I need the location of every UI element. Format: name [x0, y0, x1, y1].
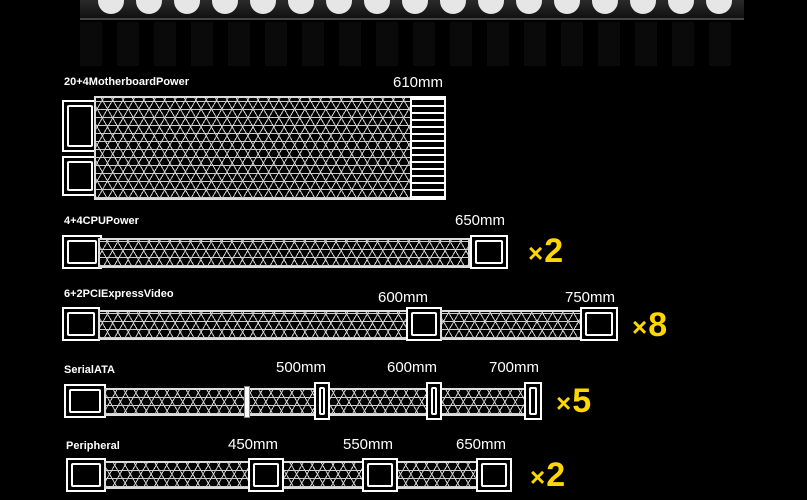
- cable-length-peripheral-2: 550mm: [343, 436, 394, 453]
- peripheral-sleeve: [104, 461, 510, 489]
- capacitor-icon: [212, 0, 238, 14]
- multiplier-peripheral: ×2: [530, 456, 567, 494]
- cable-label-sata: SerialATA: [64, 364, 115, 376]
- capacitor-icon: [440, 0, 466, 14]
- sata-connector-1: [314, 382, 330, 420]
- motherboard-sleeve: [94, 96, 412, 200]
- pcie-plug-left: [62, 307, 100, 341]
- capacitor-icon: [250, 0, 276, 14]
- sata-divider: [244, 386, 250, 418]
- capacitor-icon: [554, 0, 580, 14]
- pcie-plug-right: [580, 307, 618, 341]
- peripheral-connector-3: [476, 458, 512, 492]
- cable-length-pcie-1: 600mm: [378, 289, 429, 306]
- capacitor-icon: [706, 0, 732, 14]
- cpu-sleeve: [98, 238, 470, 268]
- motherboard-plug-left-top: [62, 100, 98, 152]
- capacitor-icon: [326, 0, 352, 14]
- cpu-plug-left: [62, 235, 102, 269]
- sata-connector-3: [524, 382, 542, 420]
- cable-length-cpu: 650mm: [455, 212, 506, 229]
- cpu-plug-right: [470, 235, 508, 269]
- capacitor-icon: [668, 0, 694, 14]
- capacitor-icon: [516, 0, 542, 14]
- sata-connector-2: [426, 382, 442, 420]
- capacitor-icon: [364, 0, 390, 14]
- peripheral-plug-left: [66, 458, 106, 492]
- cable-label-cpu: 4+4CPUPower: [64, 215, 139, 227]
- cable-length-motherboard: 610mm: [393, 74, 444, 91]
- multiplier-pcie: ×8: [632, 306, 669, 344]
- peripheral-connector-1: [248, 458, 284, 492]
- capacitor-icon: [174, 0, 200, 14]
- capacitor-icon: [288, 0, 314, 14]
- psu-top-edge: [80, 0, 744, 20]
- cable-length-peripheral-3: 650mm: [456, 436, 507, 453]
- cable-length-sata-3: 700mm: [489, 359, 540, 376]
- capacitor-icon: [630, 0, 656, 14]
- cable-label-peripheral: Peripheral: [66, 440, 120, 452]
- multiplier-sata: ×5: [556, 382, 593, 420]
- cable-label-motherboard: 20+4MotherboardPower: [64, 76, 190, 88]
- cable-length-sata-1: 500mm: [276, 359, 327, 376]
- psu-reflection: [80, 22, 744, 66]
- capacitor-icon: [478, 0, 504, 14]
- capacitor-icon: [98, 0, 124, 14]
- pcie-sleeve-2: [440, 310, 582, 340]
- cable-label-pcie: 6+2PCIExpressVideo: [64, 288, 174, 300]
- capacitor-icon: [136, 0, 162, 14]
- cable-length-sata-2: 600mm: [387, 359, 438, 376]
- motherboard-connector: [410, 96, 446, 200]
- multiplier-cpu: ×2: [528, 232, 565, 270]
- motherboard-plug-left-bottom: [62, 156, 98, 196]
- peripheral-connector-2: [362, 458, 398, 492]
- capacitor-icon: [592, 0, 618, 14]
- capacitor-icon: [402, 0, 428, 14]
- cable-length-pcie-2: 750mm: [565, 289, 616, 306]
- pcie-sleeve-1: [98, 310, 408, 340]
- sata-plug-left: [64, 384, 106, 418]
- cable-length-peripheral-1: 450mm: [228, 436, 279, 453]
- pcie-plug-middle: [406, 307, 442, 341]
